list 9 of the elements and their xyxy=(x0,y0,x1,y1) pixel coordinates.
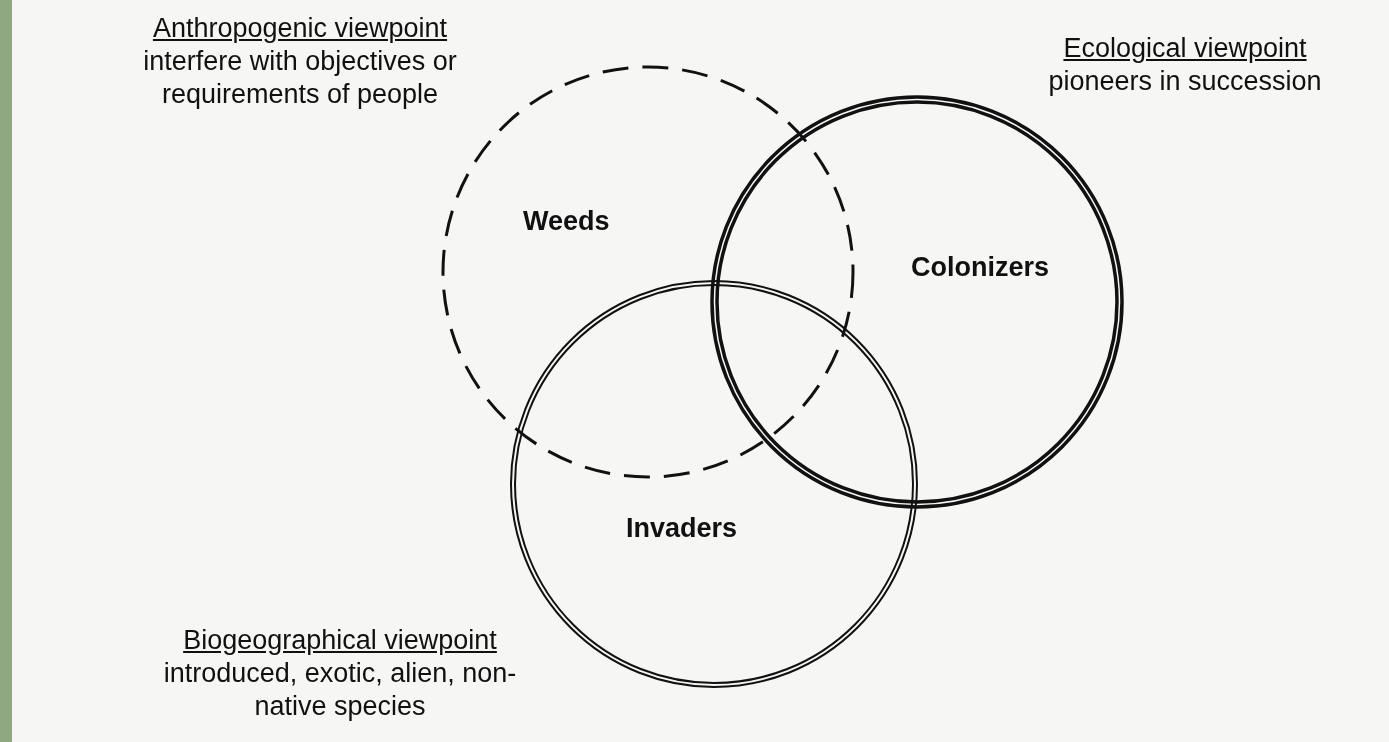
circle-label: Weeds xyxy=(523,206,610,237)
viewpoint-heading: Biogeographical viewpoint xyxy=(182,624,498,657)
viewpoint-description: pioneers in succession xyxy=(1047,65,1323,98)
viewpoint-heading: Ecological viewpoint xyxy=(1062,32,1308,65)
circle-label: Colonizers xyxy=(911,252,1050,283)
circle-label: Invaders xyxy=(626,513,738,544)
viewpoint-description: introduced, exotic, alien, non-native species xyxy=(162,657,518,723)
viewpoint-heading: Anthropogenic viewpoint xyxy=(151,12,449,45)
viewpoint-description: interfere with objectives or requirements of people xyxy=(142,45,458,111)
